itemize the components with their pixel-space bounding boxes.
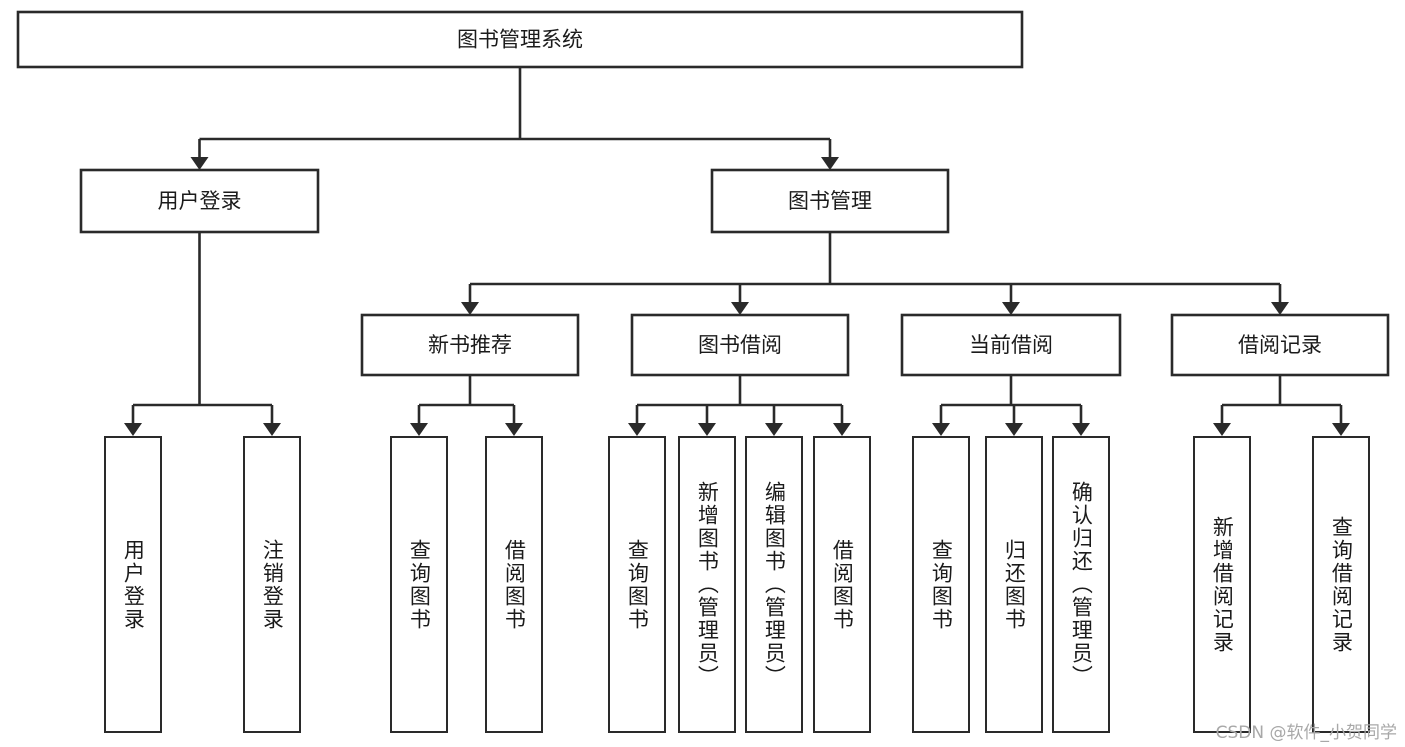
arrow-head-icon <box>821 157 839 170</box>
node-label-leaf-user-logout: 注销登录 <box>260 538 285 631</box>
node-label-leaf-query-book-2: 查询图书 <box>625 538 650 631</box>
node-box-leaf-return-book[interactable]: 归还图书 <box>985 436 1043 733</box>
node-box-book-borrow[interactable] <box>630 313 850 377</box>
arrow-head-icon <box>1213 423 1231 436</box>
node-box-book-manage[interactable] <box>710 168 950 234</box>
arrow-head-icon <box>731 302 749 315</box>
arrow-head-icon <box>1332 423 1350 436</box>
arrow-head-icon <box>410 423 428 436</box>
arrow-head-icon <box>124 423 142 436</box>
arrow-head-icon <box>932 423 950 436</box>
arrow-head-icon <box>1002 302 1020 315</box>
node-label-borrow-record: 借阅记录 <box>1238 333 1322 357</box>
arrow-head-icon <box>765 423 783 436</box>
node-label-leaf-query-book-1: 查询图书 <box>407 538 432 631</box>
node-box-leaf-user-logout[interactable]: 注销登录 <box>243 436 301 733</box>
arrow-head-icon <box>190 157 209 170</box>
node-box-leaf-edit-book[interactable]: 编辑图书（管理员） <box>745 436 803 733</box>
node-box-leaf-query-record[interactable]: 查询借阅记录 <box>1312 436 1370 733</box>
watermark-text: CSDN @软件_小贺同学 <box>1215 723 1397 743</box>
node-label-leaf-add-book: 新增图书（管理员） <box>695 481 720 688</box>
arrow-head-icon <box>263 423 281 436</box>
node-label-user-login: 用户登录 <box>158 189 242 213</box>
node-box-leaf-user-login[interactable]: 用户登录 <box>104 436 162 733</box>
arrow-head-icon <box>1005 423 1023 436</box>
node-label-leaf-user-login: 用户登录 <box>121 538 146 631</box>
node-label-book-manage: 图书管理 <box>788 189 872 213</box>
node-box-new-book-rec[interactable] <box>360 313 580 377</box>
connectors-layer <box>124 67 1350 436</box>
node-box-leaf-add-record[interactable]: 新增借阅记录 <box>1193 436 1251 733</box>
node-box-root[interactable] <box>16 10 1024 69</box>
node-label-leaf-query-record: 查询借阅记录 <box>1329 515 1354 654</box>
node-box-leaf-add-book[interactable]: 新增图书（管理员） <box>678 436 736 733</box>
arrow-head-icon <box>461 302 479 315</box>
node-label-root: 图书管理系统 <box>457 28 583 52</box>
arrow-head-icon <box>698 423 716 436</box>
node-label-new-book-rec: 新书推荐 <box>428 333 512 357</box>
node-label-leaf-confirm-return: 确认归还（管理员） <box>1069 481 1094 688</box>
node-box-current-borrow[interactable] <box>900 313 1122 377</box>
arrow-head-icon <box>833 423 851 436</box>
node-boxes-layer <box>16 10 1390 377</box>
node-box-leaf-borrow-book-2[interactable]: 借阅图书 <box>813 436 871 733</box>
node-label-leaf-borrow-book-2: 借阅图书 <box>830 538 855 631</box>
node-box-leaf-borrow-book-1[interactable]: 借阅图书 <box>485 436 543 733</box>
node-label-leaf-add-record: 新增借阅记录 <box>1210 515 1235 654</box>
node-label-leaf-return-book: 归还图书 <box>1002 538 1027 631</box>
node-label-leaf-query-book-3: 查询图书 <box>929 538 954 631</box>
node-label-leaf-edit-book: 编辑图书（管理员） <box>762 481 787 688</box>
arrow-head-icon <box>1072 423 1090 436</box>
node-box-leaf-query-book-2[interactable]: 查询图书 <box>608 436 666 733</box>
arrow-head-icon <box>1271 302 1289 315</box>
node-label-book-borrow: 图书借阅 <box>698 333 782 357</box>
node-box-leaf-confirm-return[interactable]: 确认归还（管理员） <box>1052 436 1110 733</box>
arrow-head-icon <box>505 423 523 436</box>
node-label-leaf-borrow-book-1: 借阅图书 <box>502 538 527 631</box>
node-label-current-borrow: 当前借阅 <box>969 333 1053 357</box>
node-box-user-login[interactable] <box>79 168 320 234</box>
node-box-leaf-query-book-1[interactable]: 查询图书 <box>390 436 448 733</box>
arrow-head-icon <box>628 423 646 436</box>
node-box-borrow-record[interactable] <box>1170 313 1390 377</box>
node-box-leaf-query-book-3[interactable]: 查询图书 <box>912 436 970 733</box>
